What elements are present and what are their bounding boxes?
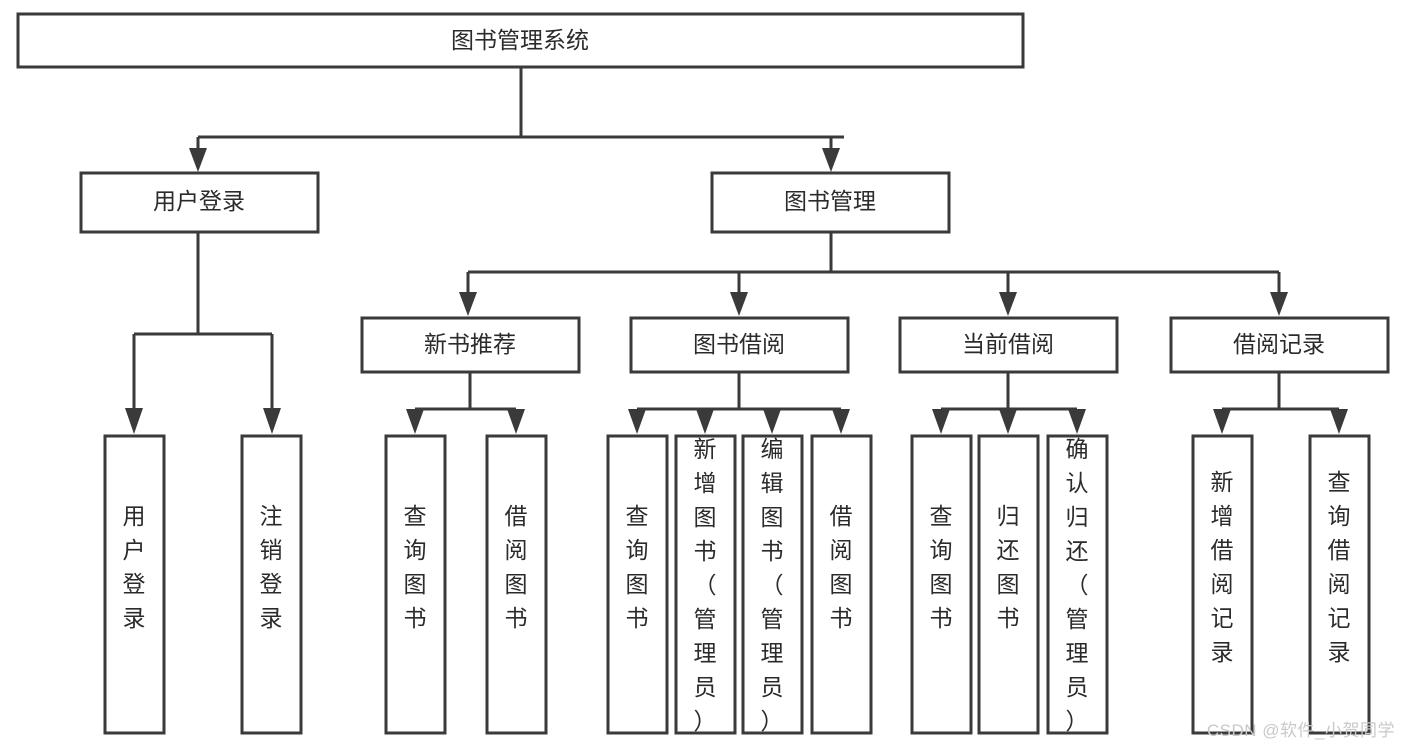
node-book-borrow-label: 图书借阅: [693, 331, 785, 357]
node-new-book-recommend-label: 新书推荐: [424, 331, 516, 357]
arrow-head-current-borrow-child-2: [999, 409, 1017, 434]
leaf-node-query-borrow-record-label: 查询借阅记录: [1328, 469, 1351, 665]
leaf-node-return-book-label: 归还图书: [997, 503, 1020, 631]
node-book-borrow[interactable]: 图书借阅: [629, 316, 850, 374]
arrow-head-book-mgmt-child-3: [999, 292, 1017, 316]
leaf-node-logout[interactable]: 注销登录: [240, 434, 303, 735]
leaf-node-logout-box[interactable]: [240, 434, 303, 735]
connector-group-user-login: [125, 232, 281, 434]
leaf-node-borrow-book-rec[interactable]: 借阅图书: [485, 434, 548, 735]
arrow-head-new-book-rec-child-1: [406, 409, 424, 434]
arrow-head-book-borrow-child-4: [832, 409, 850, 434]
leaf-node-edit-book-admin-box[interactable]: [741, 434, 804, 735]
node-root[interactable]: 图书管理系统: [16, 12, 1025, 69]
node-root-label: 图书管理系统: [451, 27, 589, 53]
leaf-node-add-book-admin[interactable]: 新增图书（管理员）: [674, 434, 737, 735]
leaf-node-user-login-label: 用户登录: [123, 503, 146, 631]
connector-group-root: [189, 67, 844, 172]
leaf-node-return-book-box[interactable]: [977, 434, 1040, 735]
node-borrow-record-box[interactable]: [1169, 316, 1390, 374]
arrow-head-user-login-child-2: [263, 408, 281, 434]
leaf-node-query-book-current[interactable]: 查询图书: [910, 434, 973, 735]
leaf-node-edit-book-admin[interactable]: 编辑图书（管理员）: [741, 434, 804, 735]
leaf-node-confirm-return-admin-box[interactable]: [1046, 434, 1109, 735]
node-user-login-label: 用户登录: [153, 188, 245, 214]
leaf-node-confirm-return-admin-label: 确认归还（管理员）: [1066, 436, 1089, 734]
leaf-node-borrow-book-rec-box[interactable]: [485, 434, 548, 735]
leaf-node-query-book-borrow-label: 查询图书: [626, 503, 649, 631]
arrow-head-new-book-rec-child-2: [507, 409, 525, 434]
node-user-login[interactable]: 用户登录: [79, 171, 320, 234]
node-borrow-record[interactable]: 借阅记录: [1169, 316, 1390, 374]
connector-group-new-book-rec: [406, 372, 525, 434]
leaf-node-confirm-return-admin[interactable]: 确认归还（管理员）: [1046, 434, 1109, 735]
arrow-head-book-borrow-child-2: [696, 409, 714, 434]
leaf-node-query-book-current-box[interactable]: [910, 434, 973, 735]
leaf-node-query-borrow-record[interactable]: 查询借阅记录: [1308, 434, 1371, 735]
arrow-head-current-borrow-child-1: [932, 409, 950, 434]
leaf-node-query-book-borrow[interactable]: 查询图书: [606, 434, 669, 735]
node-borrow-record-label: 借阅记录: [1233, 331, 1325, 357]
leaf-node-edit-book-admin-label: 编辑图书（管理员）: [761, 436, 784, 734]
leaf-node-query-book-rec-label: 查询图书: [404, 503, 427, 631]
arrow-head-current-borrow-child-3: [1068, 409, 1086, 434]
leaf-node-return-book[interactable]: 归还图书: [977, 434, 1040, 735]
node-new-book-recommend[interactable]: 新书推荐: [360, 316, 581, 374]
arrow-head-book-borrow-child-3: [763, 409, 781, 434]
connector-group-book-borrow: [628, 372, 850, 434]
leaf-node-user-login-box[interactable]: [103, 434, 166, 735]
leaf-node-logout-label: 注销登录: [260, 503, 283, 631]
node-root-box[interactable]: [16, 12, 1025, 69]
node-new-book-recommend-box[interactable]: [360, 316, 581, 374]
leaf-node-query-book-borrow-box[interactable]: [606, 434, 669, 735]
leaf-node-add-borrow-record-box[interactable]: [1191, 434, 1254, 735]
node-book-management[interactable]: 图书管理: [710, 171, 951, 234]
node-book-borrow-box[interactable]: [629, 316, 850, 374]
leaf-node-user-login[interactable]: 用户登录: [103, 434, 166, 735]
leaf-node-borrow-book-borrow-box[interactable]: [810, 434, 873, 735]
node-book-management-box[interactable]: [710, 171, 951, 234]
leaf-node-query-book-rec[interactable]: 查询图书: [384, 434, 447, 735]
node-current-borrow-label: 当前借阅: [962, 331, 1054, 357]
leaf-node-query-book-current-label: 查询图书: [930, 503, 953, 631]
arrow-head-book-mgmt-child-4: [1270, 292, 1288, 316]
connector-group-book-mgmt: [459, 232, 1288, 316]
arrow-head-book-borrow-child-1: [628, 409, 646, 434]
connector-group-borrow-record: [1213, 372, 1348, 434]
connector-group-current-borrow: [932, 372, 1086, 434]
node-user-login-box[interactable]: [79, 171, 320, 234]
leaf-node-borrow-book-rec-label: 借阅图书: [505, 503, 528, 631]
leaf-node-query-book-rec-box[interactable]: [384, 434, 447, 735]
arrow-head-book-mgmt-child-1: [459, 292, 477, 316]
leaf-node-add-book-admin-label: 新增图书（管理员）: [694, 436, 717, 734]
leaf-node-borrow-book-borrow-label: 借阅图书: [830, 503, 853, 631]
node-current-borrow[interactable]: 当前借阅: [898, 316, 1119, 374]
leaf-node-add-borrow-record[interactable]: 新增借阅记录: [1191, 434, 1254, 735]
leaf-node-add-book-admin-box[interactable]: [674, 434, 737, 735]
arrow-head-borrow-record-child-1: [1213, 409, 1231, 434]
leaf-node-add-borrow-record-label: 新增借阅记录: [1211, 469, 1234, 665]
arrow-head-root-to-book-mgmt: [822, 148, 840, 172]
node-current-borrow-box[interactable]: [898, 316, 1119, 374]
leaf-node-borrow-book-borrow[interactable]: 借阅图书: [810, 434, 873, 735]
leaf-node-query-borrow-record-box[interactable]: [1308, 434, 1371, 735]
arrow-head-book-mgmt-child-2: [730, 292, 748, 316]
node-book-management-label: 图书管理: [784, 188, 876, 214]
arrow-head-user-login-child-1: [125, 408, 143, 434]
arrow-head-borrow-record-child-2: [1330, 409, 1348, 434]
arrow-head-root-to-user-login: [189, 148, 207, 172]
